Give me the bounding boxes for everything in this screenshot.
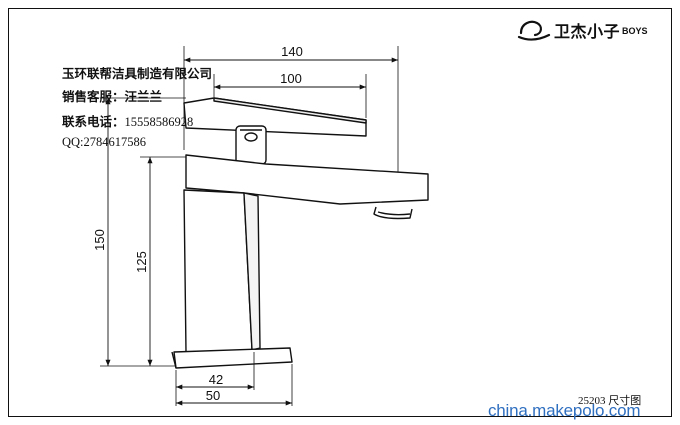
faucet-cartridge — [235, 125, 267, 165]
phone-number: 15558586928 — [124, 115, 194, 129]
faucet-outline — [171, 97, 429, 369]
faucet-handle — [183, 97, 367, 137]
dim-label-125: 125 — [134, 251, 149, 273]
phone-label: 联系电话： — [62, 115, 125, 129]
faucet-spout — [185, 154, 429, 205]
brand-logo-latin: BOYS — [622, 26, 648, 36]
drawing-frame — [8, 8, 672, 417]
dim-label-42: 42 — [209, 372, 223, 387]
dim-label-50: 50 — [206, 388, 220, 403]
brand-logo-text: 卫杰小子 — [554, 22, 621, 41]
company-name: 玉环联帮洁具制造有限公司 — [62, 67, 213, 81]
dimension-lines — [105, 57, 398, 406]
phone-line: 联系电话：15558586928 — [62, 111, 193, 130]
watermark: china.makepolo.com — [488, 401, 641, 420]
sales-contact: 销售客服：汪兰兰 — [62, 90, 163, 104]
qq-contact: QQ:2784617586 — [62, 135, 147, 149]
dim-label-150: 150 — [92, 229, 107, 251]
drawing-caption: 25203 尺寸图 — [578, 395, 642, 407]
brand-mark-icon — [517, 20, 551, 41]
faucet-base — [173, 347, 293, 369]
dim-label-100: 100 — [280, 71, 302, 86]
faucet-body — [183, 189, 253, 353]
brand-logo: 卫杰小子 BOYS — [517, 15, 648, 45]
dim-label-140: 140 — [281, 44, 303, 59]
extension-lines — [100, 46, 399, 406]
